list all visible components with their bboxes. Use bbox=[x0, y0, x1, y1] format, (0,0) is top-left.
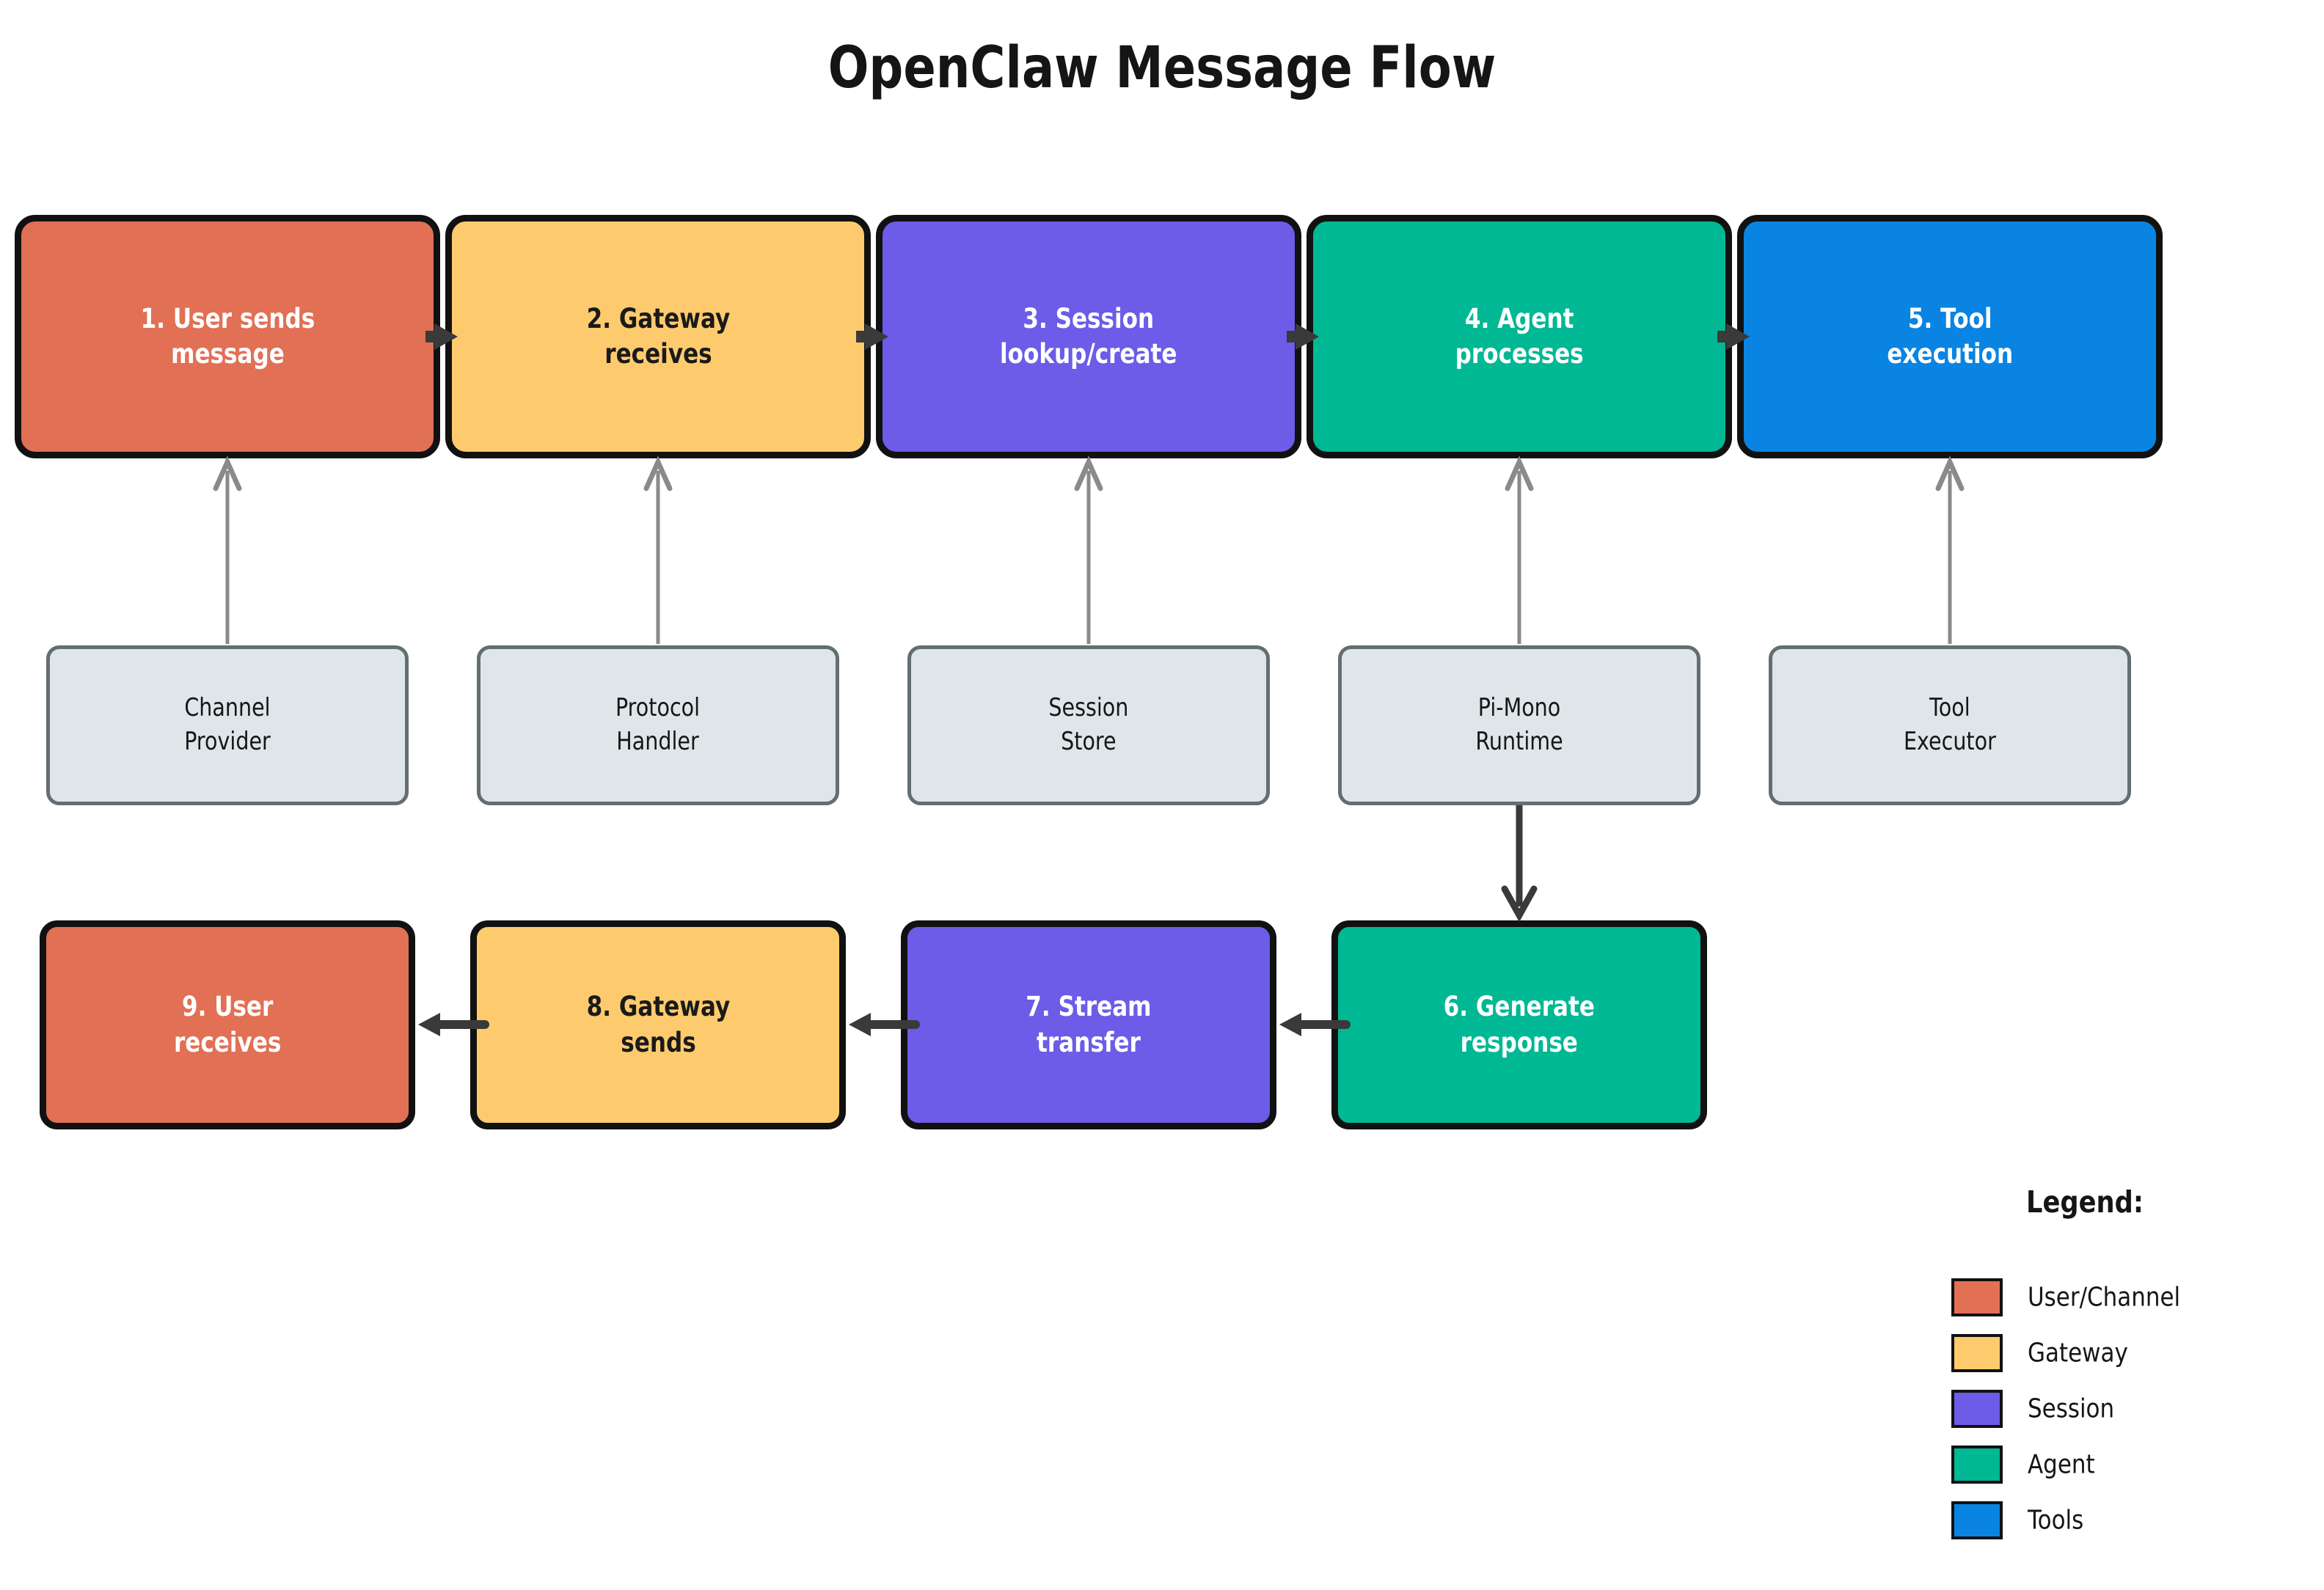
legend-item-agent: Agent bbox=[1937, 1446, 2318, 1484]
legend-item-user-channel: User/Channel bbox=[1937, 1278, 2318, 1316]
legend-item-gateway: Gateway bbox=[1937, 1334, 2318, 1372]
component-channel-provider-label: Channel Provider bbox=[184, 693, 271, 756]
flow-step-7-label: 7. Stream transfer bbox=[1026, 991, 1152, 1058]
component-tool-executor: Tool Executor bbox=[1769, 645, 2131, 805]
flow-step-4-agent-processes: 4. Agent processes bbox=[1307, 215, 1732, 458]
legend-label-tools-text: Tools bbox=[2028, 1505, 2084, 1536]
flow-step-7-stream-transfer: 7. Stream transfer bbox=[901, 920, 1276, 1129]
legend-label-user-channel-text: User/Channel bbox=[2028, 1282, 2181, 1313]
flow-step-9-user-receives: 9. User receives bbox=[40, 920, 415, 1129]
legend-item-tools: Tools bbox=[1937, 1501, 2318, 1539]
arrow-pi-mono-to-step6 bbox=[1501, 805, 1538, 923]
flow-step-6-label: 6. Generate response bbox=[1443, 991, 1596, 1058]
connector-tool-executor-to-step5 bbox=[1935, 455, 1965, 644]
connector-session-store-to-step3 bbox=[1074, 455, 1103, 644]
component-pi-mono-runtime-label: Pi-Mono Runtime bbox=[1475, 693, 1563, 756]
component-session-store-label: Session Store bbox=[1048, 693, 1129, 756]
component-pi-mono-runtime: Pi-Mono Runtime bbox=[1338, 645, 1700, 805]
page-title: OpenClaw Message Flow bbox=[0, 35, 2324, 101]
flow-step-2-gateway-receives: 2. Gateway receives bbox=[445, 215, 871, 458]
flow-step-1-user-sends: 1. User sends message bbox=[15, 215, 440, 458]
legend-label-agent-text: Agent bbox=[2028, 1449, 2095, 1480]
connector-protocol-handler-to-step2 bbox=[643, 455, 673, 644]
flow-step-3-session-lookup: 3. Session lookup/create bbox=[876, 215, 1301, 458]
flow-step-3-label: 3. Session lookup/create bbox=[1000, 302, 1177, 370]
flow-step-2-label: 2. Gateway receives bbox=[586, 302, 730, 370]
legend-label-session: Session bbox=[2028, 1394, 2128, 1424]
legend-label-agent: Agent bbox=[2028, 1450, 2106, 1480]
flow-step-5-tool-execution: 5. Tool execution bbox=[1737, 215, 2163, 458]
legend-swatch-user-channel bbox=[1951, 1278, 2003, 1316]
legend-swatch-session bbox=[1951, 1390, 2003, 1428]
legend-item-session: Session bbox=[1937, 1390, 2318, 1428]
component-tool-executor-label: Tool Executor bbox=[1904, 693, 1996, 756]
legend-label-gateway-text: Gateway bbox=[2028, 1338, 2128, 1369]
legend-swatch-agent bbox=[1951, 1446, 2003, 1484]
component-session-store: Session Store bbox=[907, 645, 1270, 805]
connector-channel-provider-to-step1 bbox=[213, 455, 242, 644]
page-title-text: OpenClaw Message Flow bbox=[827, 35, 1497, 101]
legend-label-gateway: Gateway bbox=[2028, 1338, 2144, 1369]
flow-step-4-label: 4. Agent processes bbox=[1455, 302, 1584, 370]
component-channel-provider: Channel Provider bbox=[46, 645, 409, 805]
component-protocol-handler: Protocol Handler bbox=[477, 645, 839, 805]
flow-step-6-generate-response: 6. Generate response bbox=[1331, 920, 1707, 1129]
component-protocol-handler-label: Protocol Handler bbox=[615, 693, 701, 756]
flow-step-1-label: 1. User sends message bbox=[140, 302, 315, 370]
flow-step-5-label: 5. Tool execution bbox=[1887, 302, 2013, 370]
legend: Legend: User/Channel Gateway Session Age… bbox=[1937, 1184, 2318, 1566]
legend-swatch-gateway bbox=[1951, 1334, 2003, 1372]
legend-title: Legend: bbox=[2026, 1184, 2163, 1220]
legend-label-user-channel: User/Channel bbox=[2028, 1283, 2205, 1313]
legend-swatch-tools bbox=[1951, 1501, 2003, 1539]
connector-pi-mono-to-step4 bbox=[1505, 455, 1534, 644]
legend-title-text: Legend: bbox=[2026, 1184, 2144, 1220]
flow-step-8-label: 8. Gateway sends bbox=[586, 991, 730, 1058]
flow-step-9-label: 9. User receives bbox=[173, 991, 282, 1058]
legend-label-tools: Tools bbox=[2028, 1506, 2093, 1536]
legend-label-session-text: Session bbox=[2028, 1393, 2115, 1424]
flow-step-8-gateway-sends: 8. Gateway sends bbox=[470, 920, 846, 1129]
